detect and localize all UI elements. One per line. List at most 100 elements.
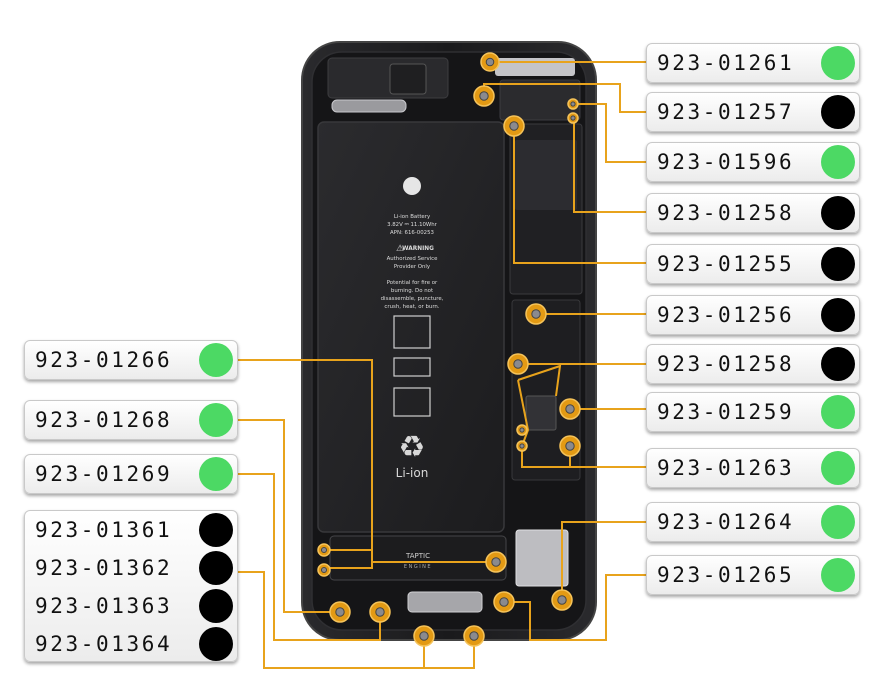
unavailable-dot-icon (821, 196, 855, 230)
screw-head (479, 91, 489, 101)
battery-spec-line: Li-ion Battery (394, 214, 431, 220)
part-number: 923-01266 (35, 348, 173, 372)
part-label-row: 923-01265 (647, 556, 859, 594)
available-dot-icon (199, 343, 233, 377)
callout-line (504, 574, 646, 641)
speaker-bracket (515, 529, 569, 587)
screw-head (335, 607, 345, 617)
part-label-right: 923-01596 (646, 142, 860, 182)
screw-head (485, 57, 495, 67)
part-label-right: 923-01265 (646, 555, 860, 595)
part-label-row: 923-01363 (25, 587, 237, 625)
available-dot-icon (821, 558, 855, 592)
top-connector-bracket (495, 58, 575, 76)
part-label-group: 923-01361 923-01362 923-01363 923-01364 (24, 510, 238, 662)
lightning-connector (407, 591, 483, 613)
unavailable-dot-icon (199, 589, 233, 623)
top-bracket (327, 57, 449, 99)
part-label-right: 923-01263 (646, 448, 860, 488)
part-number: 923-01596 (657, 150, 795, 174)
part-label-row: 923-01257 (647, 93, 859, 131)
part-number: 923-01258 (657, 352, 795, 376)
part-label-row: 923-01364 (25, 625, 237, 663)
screw-head (519, 427, 525, 433)
screw-head (499, 597, 509, 607)
screw-head (565, 441, 575, 451)
part-number: 923-01258 (657, 201, 795, 225)
battery-warning-title: WARNING (402, 246, 434, 252)
battery-pack (317, 121, 505, 533)
unavailable-dot-icon (199, 627, 233, 661)
part-label-row: 923-01255 (647, 245, 859, 283)
top-right-board (499, 79, 581, 121)
board-connector (525, 395, 557, 431)
battery-warning-line: Potential for fire or (387, 280, 438, 286)
part-label-row: 923-01259 (647, 393, 859, 431)
apple-logo-icon-mark (403, 177, 421, 195)
part-number: 923-01362 (35, 556, 173, 580)
part-number: 923-01363 (35, 594, 173, 618)
battery-spec-line: 3.82V ⎓ 11.10Whr (387, 222, 438, 228)
part-label-right: 923-01257 (646, 92, 860, 132)
part-label-right: 923-01261 (646, 43, 860, 83)
part-label-row: 923-01261 (647, 44, 859, 82)
battery-warning-line: crush, heat, or burn. (384, 304, 439, 310)
screw-head (513, 359, 523, 369)
callout-line (236, 359, 373, 569)
unavailable-dot-icon (821, 95, 855, 129)
callout-line (561, 521, 646, 598)
part-label-row: 923-01266 (25, 341, 237, 379)
part-label-left: 923-01266 (24, 340, 238, 380)
available-dot-icon (199, 403, 233, 437)
battery-warning-line: disassemble, puncture, (381, 296, 444, 302)
screw-markers (317, 52, 581, 647)
camera-module (389, 63, 427, 95)
board-lower (511, 299, 581, 481)
unavailable-dot-icon (821, 247, 855, 281)
callout-line (573, 118, 646, 213)
recycle-icon: ♻ (399, 430, 426, 465)
screw-head (469, 631, 479, 641)
part-label-row: 923-01264 (647, 503, 859, 541)
part-label-row: 923-01258 (647, 194, 859, 232)
part-label-row: 923-01596 (647, 143, 859, 181)
top-silver-bracket (331, 99, 407, 113)
part-label-right: 923-01255 (646, 244, 860, 284)
board-chip (515, 140, 577, 210)
part-number: 923-01364 (35, 632, 173, 656)
available-dot-icon (821, 46, 855, 80)
screw-head (419, 631, 429, 641)
screw-head (570, 115, 576, 121)
part-label-row: 923-01362 (25, 549, 237, 587)
callout-lines (236, 61, 646, 669)
screw-head (320, 546, 328, 554)
part-number: 923-01257 (657, 100, 795, 124)
part-label-right: 923-01256 (646, 295, 860, 335)
part-number: 923-01256 (657, 303, 795, 327)
battery-label-square-1 (393, 315, 431, 349)
part-label-row: 923-01256 (647, 296, 859, 334)
callout-line (236, 473, 381, 641)
part-number: 923-01263 (657, 456, 795, 480)
available-dot-icon (821, 395, 855, 429)
screw-head (509, 121, 519, 131)
part-number: 923-01361 (35, 518, 173, 542)
available-dot-icon (821, 451, 855, 485)
part-number: 923-01268 (35, 408, 173, 432)
part-label-row: 923-01258 (647, 345, 859, 383)
callout-line (236, 419, 340, 613)
taptic-subtitle: ENGINE (404, 564, 432, 570)
part-label-right: 923-01259 (646, 392, 860, 432)
recycle-label: Li-ion (396, 466, 429, 480)
battery-warning-line: Authorized Service (387, 256, 439, 262)
warning-icon: ⚠ (396, 244, 404, 254)
unavailable-dot-icon (821, 347, 855, 381)
screw-head (320, 566, 328, 574)
part-number: 923-01265 (657, 563, 795, 587)
part-number: 923-01264 (657, 510, 795, 534)
screw-head (531, 309, 541, 319)
unavailable-dot-icon (199, 513, 233, 547)
